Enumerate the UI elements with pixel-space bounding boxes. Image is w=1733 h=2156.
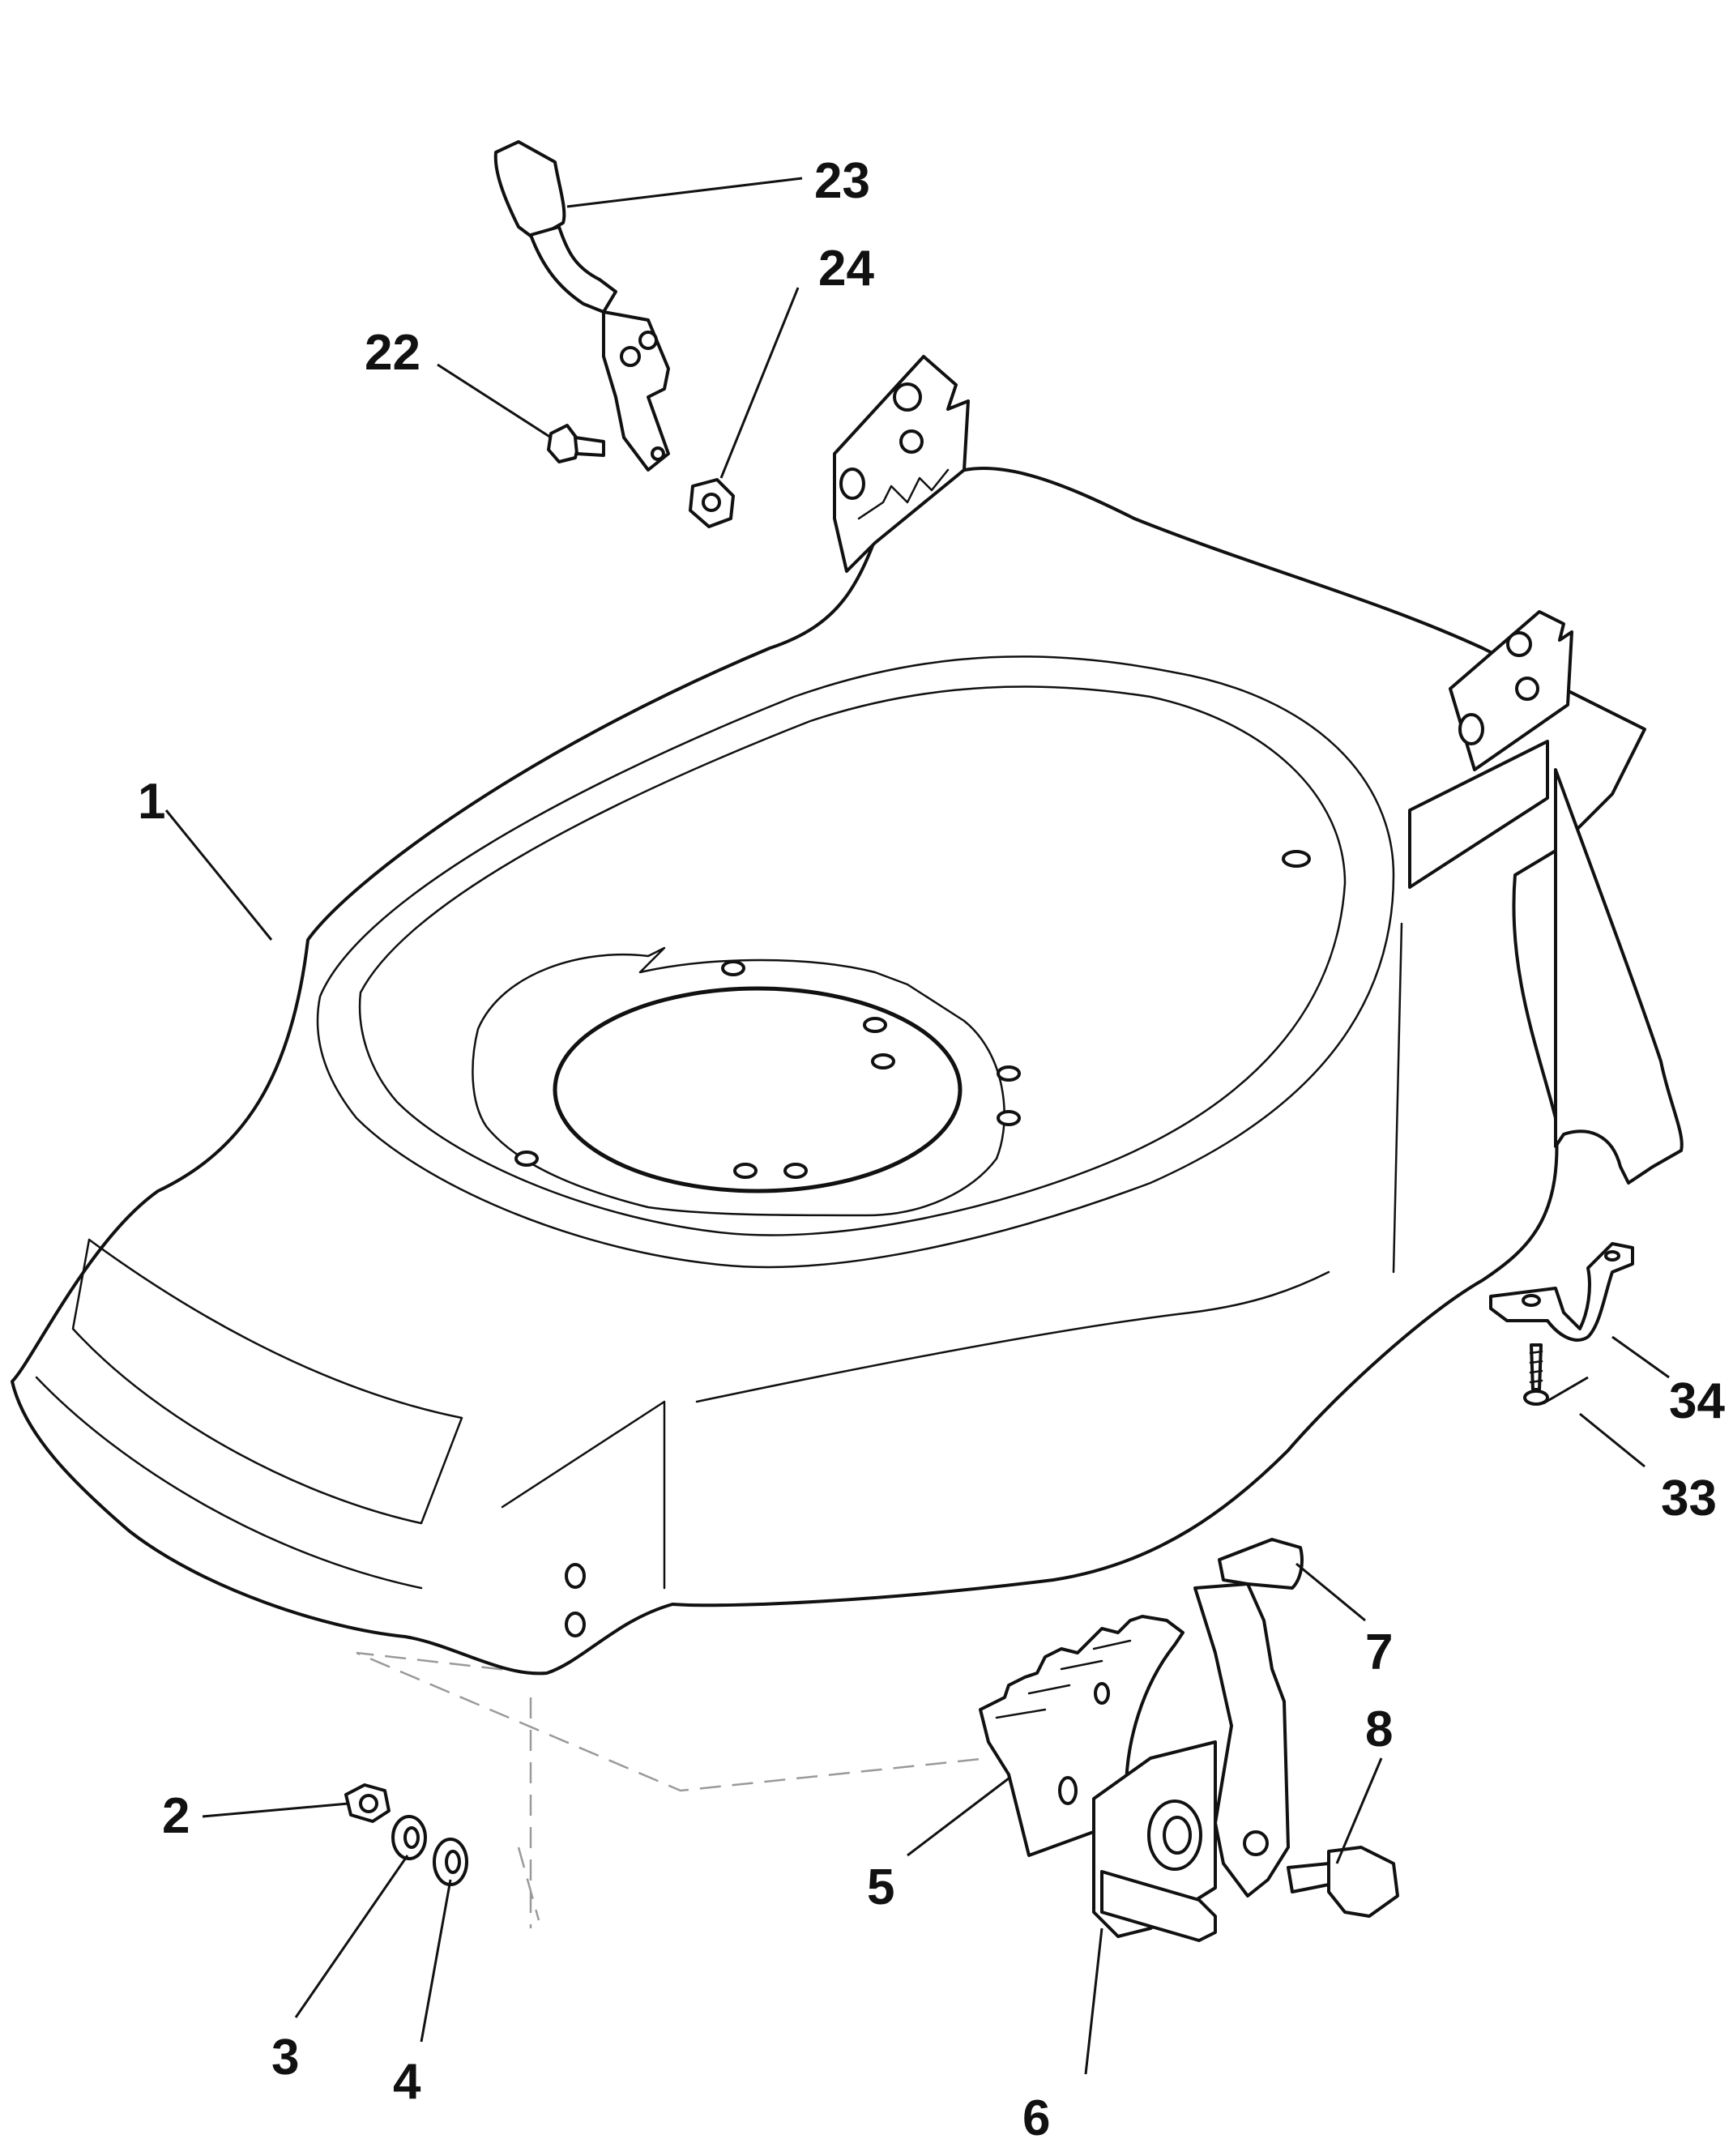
bolt-8 xyxy=(1287,1846,1399,1918)
height-adjust-lever xyxy=(493,140,670,472)
assembly-guide-lines xyxy=(356,1651,989,1928)
callout-labels: 1 2 3 4 5 6 7 8 22 23 24 33 34 xyxy=(138,153,1725,2146)
lever-handle-7 xyxy=(1193,1538,1304,1898)
screw-33 xyxy=(1523,1343,1549,1406)
leader-lines xyxy=(164,177,1670,2075)
washer-4 xyxy=(433,1838,468,1886)
washer-3 xyxy=(391,1815,427,1860)
callout-23: 23 xyxy=(814,153,870,209)
callout-4: 4 xyxy=(393,2054,421,2110)
callout-34: 34 xyxy=(1669,1373,1725,1429)
callout-3: 3 xyxy=(271,2030,299,2086)
callout-1: 1 xyxy=(138,774,165,830)
nut-24 xyxy=(689,478,735,528)
callout-33: 33 xyxy=(1661,1471,1717,1526)
notched-segment-plate xyxy=(979,1615,1185,1857)
callout-8: 8 xyxy=(1365,1701,1393,1757)
nut-2 xyxy=(344,1783,391,1823)
callout-6: 6 xyxy=(1022,2090,1050,2146)
callout-7: 7 xyxy=(1365,1624,1393,1680)
clip-34 xyxy=(1489,1242,1634,1342)
bolt-22 xyxy=(547,424,605,463)
callout-5: 5 xyxy=(867,1859,894,1915)
callout-24: 24 xyxy=(818,241,874,297)
mower-deck xyxy=(11,355,1684,1676)
pivot-bracket-6 xyxy=(1092,1740,1217,1942)
callout-2: 2 xyxy=(162,1788,190,1844)
callout-22: 22 xyxy=(365,325,420,381)
